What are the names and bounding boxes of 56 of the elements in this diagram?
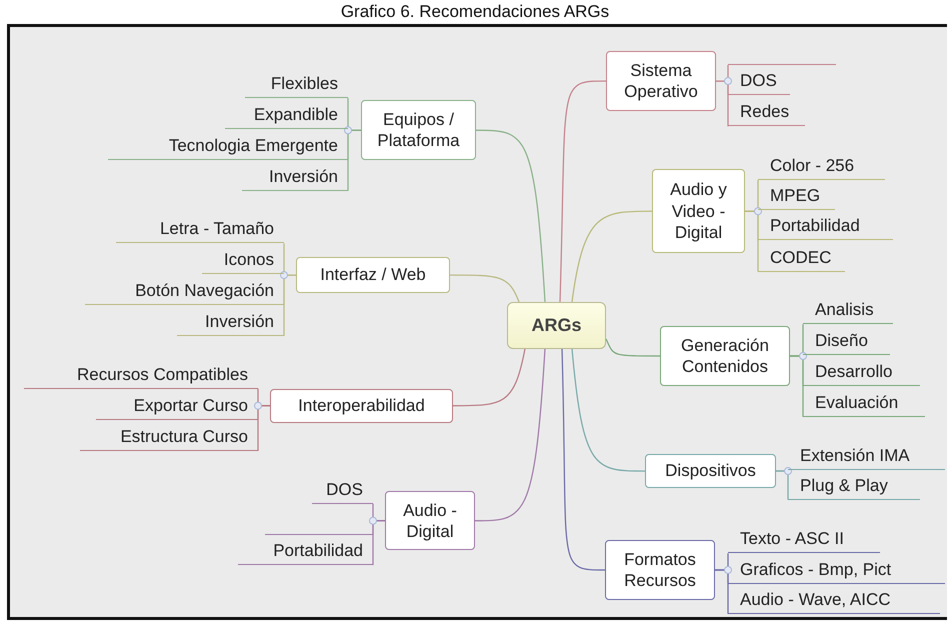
topic-box: Sistema Operativo (606, 51, 716, 111)
subtopic-label: DOS (312, 478, 373, 504)
subtopic-label: Letra - Tamaño (116, 215, 284, 244)
connector-line (571, 348, 645, 472)
title: Grafico 6. Recomendaciones ARGs (340, 2, 610, 22)
subtopic-label: CODEC (758, 240, 845, 272)
connector-line (559, 80, 606, 302)
topic-box: Audio - Digital (385, 491, 475, 550)
connector-line (372, 520, 385, 566)
subtopic-label: Plug & Play (788, 470, 920, 500)
connector-line (283, 274, 296, 336)
subtopic-label: Estructura Curso (80, 420, 258, 452)
subtopic-label: Audio - Wave, AICC (728, 584, 940, 614)
subtopic-label: DOS (728, 64, 790, 96)
subtopic-label: Evaluación (803, 386, 925, 417)
connector-line (745, 210, 759, 272)
topic-box: Interfaz / Web (296, 257, 450, 294)
subtopic-label: Desarrollo (803, 356, 920, 386)
subtopic-label: Exportar Curso (96, 388, 258, 420)
connector-line (571, 210, 652, 302)
central-topic-box: ARGs (507, 302, 606, 349)
subtopic-label: Botón Navegación (85, 274, 284, 305)
subtopic-label: Extensión IMA (788, 447, 945, 470)
topic-box: Equipos / Plataforma (361, 100, 476, 160)
subtopic-label: Analisis (803, 298, 893, 324)
connector-line (715, 569, 729, 614)
subtopic-label: Recursos Compatibles (24, 358, 258, 389)
subtopic-label: Redes (728, 95, 805, 126)
subtopic-label: Color - 256 (758, 154, 885, 180)
connector-line (450, 274, 520, 302)
subtopic-label: MPEG (758, 180, 835, 210)
connector-line (475, 348, 546, 522)
topic-box: Dispositivos (645, 454, 776, 488)
subtopic-label: Tecnologia Emergente (108, 129, 348, 160)
subtopic-label: Iconos (202, 243, 284, 274)
connector-line (257, 405, 270, 452)
topic-box: Audio y Video - Digital (652, 169, 745, 254)
subtopic-label: Portabilidad (758, 210, 893, 240)
connector-line (561, 348, 605, 571)
subtopic-label: Texto - ASC II (728, 531, 880, 554)
subtopic-label: Portabilidad (238, 534, 373, 566)
subtopic-label: Diseño (803, 324, 890, 356)
topic-box: Interoperabilidad (270, 388, 453, 423)
connector-line (605, 338, 660, 357)
subtopic-label: Inversión (177, 304, 284, 336)
connector-line (476, 130, 546, 302)
subtopic-label: Expandible (225, 98, 348, 130)
subtopic-label: Graficos - Bmp, Pict (728, 553, 945, 584)
subtopic-label: Flexibles (245, 70, 348, 98)
connector-line (716, 80, 729, 126)
topic-box: Generación Contenidos (660, 326, 790, 386)
connector-line (776, 470, 789, 500)
connector-line (453, 348, 526, 406)
subtopic-label: Inversión (242, 160, 348, 191)
topic-box: Formatos Recursos (605, 540, 715, 600)
connector-line (790, 355, 804, 417)
